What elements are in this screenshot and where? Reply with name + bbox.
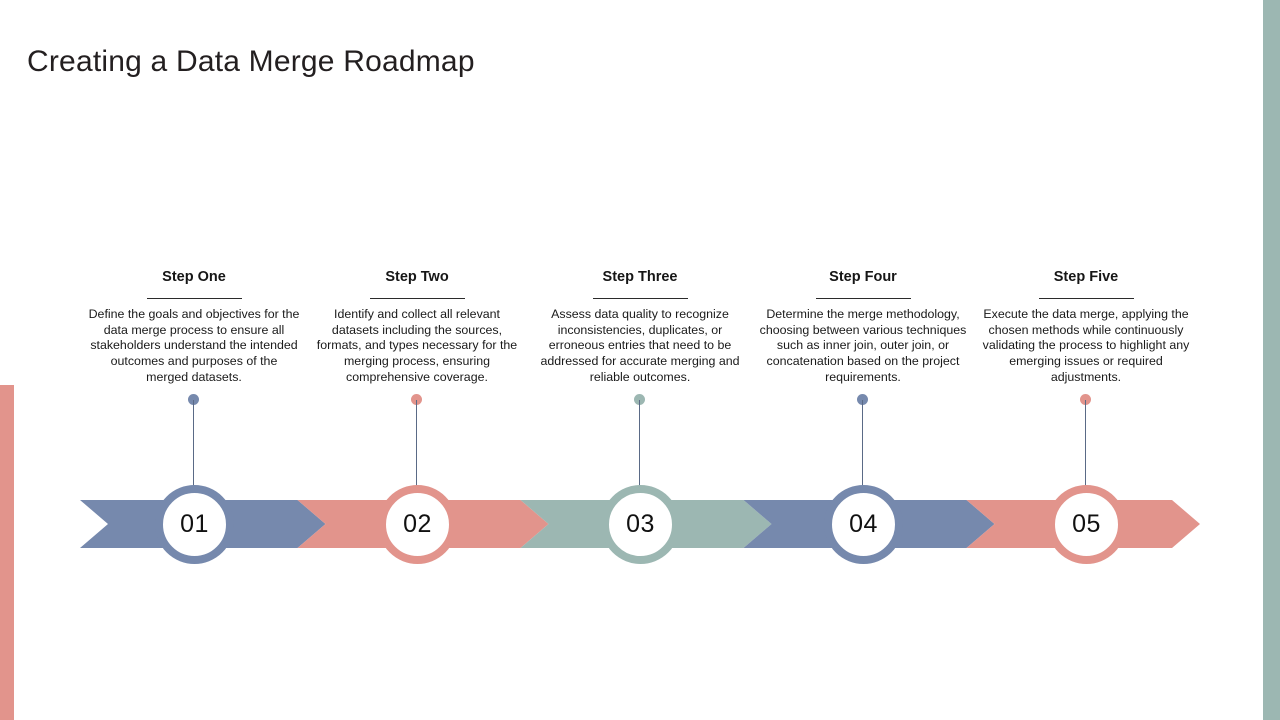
step-description: Determine the merge methodology, choosin…	[759, 307, 967, 384]
connector-dot	[1080, 394, 1091, 405]
connector-line	[639, 400, 641, 486]
step-node-04[interactable]: 04	[824, 485, 903, 564]
step-node-05[interactable]: 05	[1047, 485, 1126, 564]
step-title: Step One	[162, 269, 226, 285]
connector-03	[634, 394, 646, 492]
connector-line	[1085, 400, 1087, 486]
connector-line	[193, 400, 195, 486]
connector-dot	[857, 394, 868, 405]
step-divider	[1038, 298, 1134, 299]
connector-line	[416, 400, 418, 486]
step-divider	[815, 298, 911, 299]
step-description: Identify and collect all relevant datase…	[316, 307, 518, 384]
step-title: Step Two	[385, 269, 449, 285]
step-title: Step Four	[829, 269, 897, 285]
connector-04	[857, 394, 869, 492]
connector-dot	[634, 394, 645, 405]
step-node-02[interactable]: 02	[378, 485, 457, 564]
right-accent-bar	[1263, 0, 1280, 720]
step-number: 04	[849, 510, 878, 538]
step-description: Define the goals and objectives for the …	[88, 307, 300, 384]
step-number: 05	[1072, 510, 1101, 538]
page-title: Creating a Data Merge Roadmap	[27, 45, 475, 79]
step-title: Step Three	[602, 269, 678, 285]
connector-02	[411, 394, 423, 492]
step-description: Execute the data merge, applying the cho…	[982, 307, 1190, 384]
connector-dot	[188, 394, 199, 405]
step-node-03[interactable]: 03	[601, 485, 680, 564]
connector-01	[188, 394, 200, 492]
connector-05	[1080, 394, 1092, 492]
step-number: 01	[180, 510, 209, 538]
left-accent-bar	[0, 385, 14, 720]
connector-line	[862, 400, 864, 486]
step-number: 02	[403, 510, 432, 538]
step-divider	[592, 298, 688, 299]
step-description: Assess data quality to recognize inconsi…	[540, 307, 740, 384]
step-number: 03	[626, 510, 655, 538]
step-divider	[369, 298, 465, 299]
step-title: Step Five	[1053, 269, 1119, 285]
step-node-01[interactable]: 01	[155, 485, 234, 564]
connector-dot	[411, 394, 422, 405]
step-divider	[146, 298, 242, 299]
